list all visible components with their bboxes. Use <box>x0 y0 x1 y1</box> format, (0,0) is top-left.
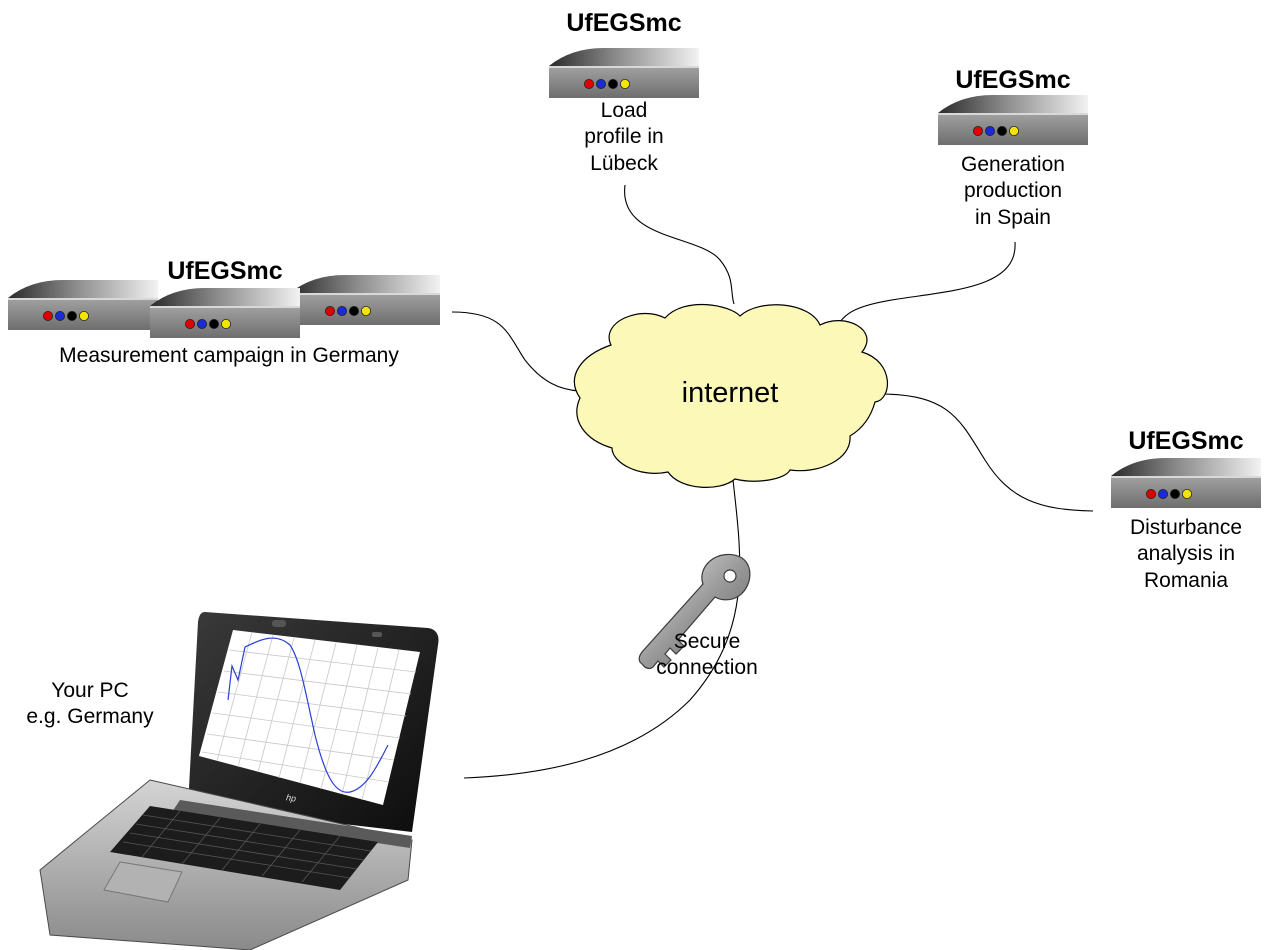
device-spain <box>937 94 1089 146</box>
connection-lines <box>451 184 1094 779</box>
device-title-lubeck: UfEGSmc <box>566 9 682 37</box>
link-spain <box>835 241 1016 331</box>
pc-line2: e.g. Germany <box>26 705 154 729</box>
caption-lubeck: Load profile in Lübeck <box>549 98 699 177</box>
secure-connection-label: Secure connection <box>622 629 792 682</box>
caption-spain-line1: Generation <box>961 153 1065 176</box>
device-germany-1 <box>7 279 159 331</box>
caption-romania-line3: Romania <box>1143 568 1229 592</box>
key-icon <box>638 553 751 670</box>
laptop-touchpad <box>103 861 183 903</box>
waveform-line <box>227 637 389 793</box>
device-romania <box>1110 457 1262 509</box>
caption-lubeck-line2: profile in <box>584 125 664 149</box>
device-germany-3 <box>289 274 441 326</box>
caption-lubeck-line3: Lübeck <box>590 151 658 175</box>
caption-romania-line2: analysis in <box>1136 542 1236 566</box>
link-romania <box>882 393 1094 512</box>
pc-label: Your PC e.g. Germany <box>5 678 175 731</box>
laptop-illustration <box>39 612 439 950</box>
internet-label: internet <box>681 377 779 409</box>
device-title-germany: UfEGSmc <box>167 257 283 285</box>
link-pc <box>463 479 741 779</box>
caption-lubeck-line1: Load <box>600 99 648 122</box>
hp-logo: hp <box>285 792 297 804</box>
caption-germany: Measurement campaign in Germany <box>59 344 399 367</box>
device-title-spain: UfEGSmc <box>955 66 1071 94</box>
device-title-romania: UfEGSmc <box>1128 427 1244 455</box>
pc-line1: Your PC <box>51 679 129 702</box>
secure-line2: connection <box>656 656 758 680</box>
laptop-screen <box>199 630 420 805</box>
device-lubeck <box>548 47 700 99</box>
link-germany <box>451 311 581 392</box>
caption-romania-line1: Disturbance <box>1129 516 1243 539</box>
internet-cloud <box>574 304 888 488</box>
laptop-keyboard <box>110 806 378 890</box>
caption-spain-line3: in Spain <box>975 205 1051 229</box>
secure-line1: Secure <box>673 630 741 653</box>
caption-spain-line2: production <box>963 179 1063 203</box>
device-germany-2 <box>149 287 301 339</box>
link-lubeck <box>624 184 735 305</box>
caption-romania: Disturbance analysis in Romania <box>1101 515 1265 594</box>
caption-spain: Generation production in Spain <box>928 152 1098 231</box>
